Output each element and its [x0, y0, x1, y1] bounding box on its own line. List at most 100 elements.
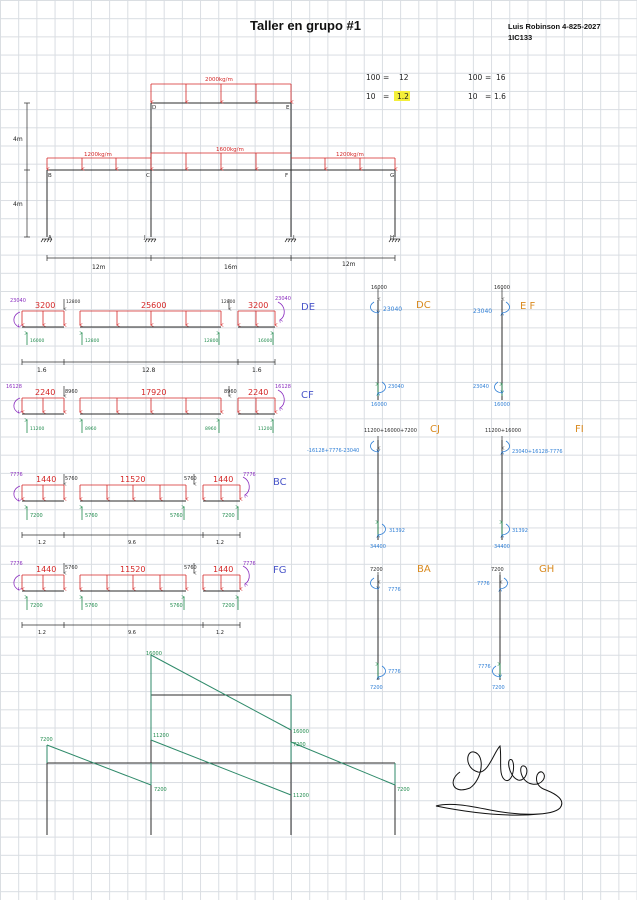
span-left: 12m — [92, 264, 106, 271]
height-dimensions — [24, 102, 30, 238]
node-labels: D E B C F G A J I H — [48, 105, 394, 241]
ba-label: BA — [417, 564, 431, 575]
node-c: C — [146, 173, 150, 179]
span-dimensions — [46, 255, 396, 261]
signature — [435, 744, 563, 816]
frame-members — [46, 102, 396, 237]
bc-moment-left: 7776 — [10, 472, 23, 478]
fg-mid-load: 11520 — [120, 565, 145, 574]
cf-mid-right-top: 8960 — [224, 389, 237, 395]
height-lower: 4m — [13, 201, 23, 208]
diag-f-lower: 7200 — [293, 742, 306, 748]
fg-r-mid-left: 5760 — [85, 603, 98, 609]
load-right: 1200kg/m — [336, 152, 364, 158]
ef-bottom-force: 16000 — [494, 402, 510, 408]
conv-a3: 12 — [399, 73, 409, 82]
conv-c2: = — [485, 73, 491, 82]
ef-top-moment: 23040 — [473, 308, 492, 315]
conv-d2: = — [485, 92, 491, 101]
span-right: 12m — [342, 261, 356, 268]
conv-c1: 100 — [468, 73, 483, 82]
fg-r-right: 7200 — [222, 603, 235, 609]
node-j: J — [143, 235, 146, 241]
bc-label: BC — [273, 477, 287, 488]
internal-force-diagram: 16000 7200 11200 16000 7200 7200 11200 7… — [40, 651, 410, 835]
cf-moment-left: 16128 — [6, 384, 22, 390]
de-r-mid-left: 12800 — [85, 338, 99, 344]
dc-label: DC — [416, 300, 431, 311]
column-ba: 7200 7776 7776 7200 BA — [370, 564, 431, 691]
fi-top-moment: 23040+16128-7776 — [512, 449, 563, 455]
author-line: Luis Robinson 4-825-2027 — [508, 22, 601, 31]
diag-f-upper: 16000 — [293, 729, 309, 735]
de-r-right: 16000 — [258, 338, 272, 344]
cf-r-mid-left: 8960 — [85, 426, 97, 432]
bc-left-load: 1440 — [36, 475, 56, 484]
de-mid-right-top: 12800 — [221, 299, 235, 305]
fg-moment-right: 7776 — [243, 561, 256, 567]
de-label: DE — [301, 302, 315, 313]
de-right-load: 3200 — [248, 301, 268, 310]
diagram-curves — [46, 654, 396, 796]
fg-mid-left-top: 5760 — [65, 565, 78, 571]
dc-top-moment: 23040 — [383, 306, 402, 313]
bc-r-left: 7200 — [30, 513, 43, 519]
de-dim-left: 1.6 — [37, 367, 47, 374]
ba-top-force: 7200 — [370, 567, 383, 573]
column-fi: 11200+16000 23040+16128-7776 31392 34400… — [485, 424, 584, 550]
column-dc: 16000 23040 23040 16000 DC — [370, 285, 431, 408]
fg-r-left: 7200 — [30, 603, 43, 609]
conv-c3: 16 — [496, 73, 506, 82]
ba-bottom-moment: 7776 — [388, 669, 401, 675]
diag-c-top: 11200 — [153, 733, 169, 739]
cf-r-left: 11200 — [30, 426, 44, 432]
gh-top-moment: 7776 — [477, 581, 490, 587]
beam-fg: 7776 7776 1440 11520 1440 5760 5760 7200… — [10, 561, 287, 636]
de-dim-mid: 12.8 — [142, 367, 156, 374]
fi-bottom-force: 34400 — [494, 544, 510, 550]
bc-right-load: 1440 — [213, 475, 233, 484]
cf-r-right: 11200 — [258, 426, 272, 432]
de-moment-left: 23040 — [10, 298, 26, 304]
column-cj: 11200+16000+7200 -16128+7776-23040 31392… — [307, 424, 440, 550]
conv-d3: 1.6 — [494, 92, 506, 101]
fi-bottom-moment: 31392 — [512, 528, 528, 534]
gh-top-force: 7200 — [491, 567, 504, 573]
cj-label: CJ — [430, 424, 440, 435]
dc-bottom-moment: 23040 — [388, 384, 404, 390]
node-h: H — [390, 235, 394, 241]
load-top: 2000kg/m — [205, 77, 233, 83]
gh-bottom-moment: 7776 — [478, 664, 491, 670]
node-d: D — [152, 105, 156, 111]
fi-label: FI — [575, 424, 584, 435]
node-i: I — [293, 235, 295, 241]
beam-bc: 7776 7776 1440 11520 1440 5760 5760 7200… — [10, 472, 287, 546]
de-mid-left-top: 12800 — [66, 299, 80, 305]
cf-mid-left-top: 8960 — [65, 389, 78, 395]
load-left: 1200kg/m — [84, 152, 112, 158]
cf-mid-load: 17920 — [141, 388, 166, 397]
cf-label: CF — [301, 390, 314, 401]
diag-c-bottom: 7200 — [154, 787, 167, 793]
bc-dim-left: 1.2 — [38, 540, 46, 546]
conversion-notes: 100 = 12 10 = 1.2 100 = 16 10 = 1.6 — [366, 73, 506, 101]
column-gh: 7200 7776 7776 7200 GH — [477, 564, 554, 691]
de-moment-right: 23040 — [275, 296, 291, 302]
bc-mid-left-top: 5760 — [65, 476, 78, 482]
diag-left: 7200 — [40, 737, 53, 743]
fg-r-mid-right: 5760 — [170, 603, 183, 609]
conv-a2: = — [383, 73, 389, 82]
fg-dim-right: 1.2 — [216, 630, 224, 636]
page-title: Taller en grupo #1 — [250, 18, 361, 33]
cf-r-mid-right: 8960 — [205, 426, 217, 432]
fg-dim-left: 1.2 — [38, 630, 46, 636]
frame-diagram: 2000kg/m 1200kg/m 1600kg/m 1200kg/m D E … — [13, 77, 401, 271]
frame-loads — [47, 83, 395, 169]
conv-b2: = — [383, 92, 389, 101]
fg-label: FG — [273, 565, 287, 576]
cj-top-moment: -16128+7776-23040 — [307, 448, 359, 454]
fg-dim-mid: 9.6 — [128, 630, 136, 636]
dc-top-force: 16000 — [371, 285, 387, 291]
conv-b3: 1.2 — [397, 92, 409, 101]
